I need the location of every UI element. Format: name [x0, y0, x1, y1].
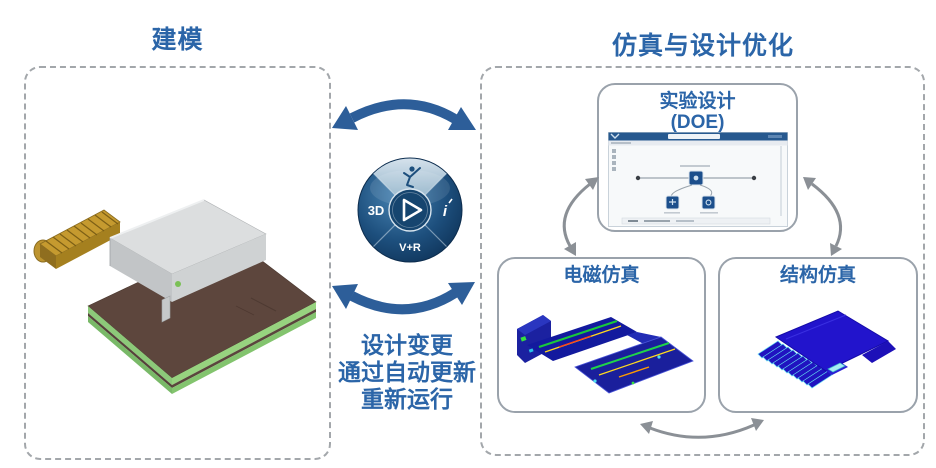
connector-pcb-3d-model	[33, 199, 317, 394]
connector-shell	[109, 199, 267, 323]
person-icon	[403, 166, 421, 188]
structural-panel: 结构仿真	[718, 257, 918, 413]
structural-fins	[757, 340, 833, 389]
sync-arrow-top	[332, 99, 476, 130]
doe-flow-diagram	[635, 165, 757, 214]
compass-i-label: i	[443, 203, 448, 220]
em-panel-title: 电磁仿真	[563, 265, 640, 286]
em-simulation-image	[517, 315, 694, 394]
simulation-section-title: 仿真与设计优化	[611, 32, 794, 60]
doe-app-screenshot	[608, 132, 788, 227]
compass-i-accent	[448, 198, 453, 204]
caption-line-1: 设计变更	[361, 332, 453, 358]
structural-simulation-image	[757, 310, 896, 389]
compass-3d-label: 3D	[368, 203, 385, 218]
doe-panel: 实验设计 (DOE)	[597, 83, 798, 232]
doe-app-tool-icons	[612, 149, 616, 171]
sync-arrow-bottom	[332, 282, 475, 315]
pcb-board	[87, 237, 317, 394]
compass-top-quadrant	[373, 158, 447, 210]
doe-app-logo	[610, 133, 620, 139]
auto-update-caption: 设计变更 通过自动更新 重新运行	[322, 332, 492, 413]
doe-app-statusbar	[621, 217, 771, 225]
caption-line-2: 通过自动更新	[338, 359, 476, 385]
em-panel: 电磁仿真	[497, 257, 706, 413]
compass-vr-label: V+R	[399, 242, 421, 254]
doe-subtitle-text: (DOE)	[670, 112, 725, 133]
compass-logo: 3D i V+R	[357, 157, 463, 263]
doe-panel-title: 实验设计 (DOE)	[599, 91, 796, 133]
modeling-section-title: 建模	[151, 26, 204, 54]
structural-panel-title: 结构仿真	[779, 265, 856, 286]
caption-line-3: 重新运行	[361, 386, 453, 412]
gold-pin-header	[33, 209, 121, 269]
play-icon	[402, 198, 423, 222]
doe-title-text: 实验设计	[659, 91, 736, 112]
doe-app-searchbox	[668, 134, 720, 139]
modeling-panel	[24, 66, 331, 460]
